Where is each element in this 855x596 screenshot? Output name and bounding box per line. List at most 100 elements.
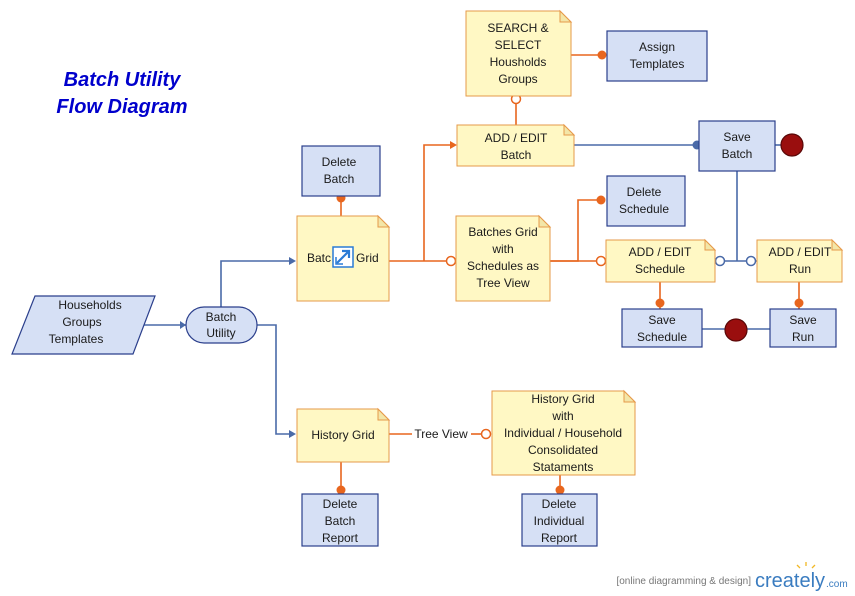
- assign-templates-shape: [606, 30, 708, 82]
- node-assign-templates[interactable]: Assign Templates: [606, 30, 708, 82]
- delete-batch-shape: [301, 145, 381, 197]
- edge-label-tree-view: Tree View: [414, 427, 468, 441]
- connector-dot-save-run: [794, 298, 804, 308]
- search-select-label-4: Groups: [498, 72, 537, 86]
- history-grid-detail-fold: [623, 389, 637, 403]
- node-delete-schedule[interactable]: Delete Schedule: [606, 175, 686, 227]
- delete-individual-report-label-3: Report: [541, 531, 578, 545]
- node-delete-batch[interactable]: Delete Batch: [301, 145, 381, 197]
- add-edit-batch-shape: [456, 124, 575, 167]
- delete-batch-report-label-1: Delete: [323, 497, 358, 511]
- edges: [143, 50, 804, 495]
- node-history-grid[interactable]: History Grid: [296, 407, 391, 463]
- footer-brand-name: creately: [755, 570, 825, 592]
- save-batch-label-2: Batch: [722, 147, 753, 161]
- edge-batch-utility-to-batch-grid: [220, 260, 291, 307]
- batch-utility-shape: [185, 306, 258, 344]
- history-grid-detail-label-4: Consolidated: [528, 443, 598, 457]
- edge-batch-grid-to-add-edit-batch: [423, 144, 452, 261]
- connector-ring-batches-grid: [445, 255, 457, 267]
- batches-grid-shape: [455, 215, 551, 302]
- connector-ring-history-detail: [480, 428, 492, 440]
- delete-individual-report-shape: [521, 493, 598, 547]
- node-add-edit-schedule[interactable]: ADD / EDIT Schedule: [605, 238, 717, 283]
- node-batches-grid[interactable]: Batches Grid with Schedules as Tree View: [455, 214, 552, 302]
- add-edit-batch-label-2: Batch: [501, 148, 532, 162]
- delete-schedule-label-2: Schedule: [619, 202, 669, 216]
- node-search-select[interactable]: SEARCH & SELECT Housholds Groups: [465, 9, 573, 97]
- history-grid-detail-label-3: Individual / Household: [504, 426, 622, 440]
- delete-batch-label-1: Delete: [322, 155, 357, 169]
- delete-individual-report-label-1: Delete: [542, 497, 577, 511]
- connector-ring-schedule-out: [714, 255, 726, 267]
- save-batch-shape: [698, 120, 776, 172]
- node-households-groups-templates[interactable]: Households Groups Templates: [11, 295, 156, 355]
- edge-batch-utility-to-history-grid: [256, 324, 291, 435]
- batch-utility-label-1: Batch: [206, 310, 237, 324]
- batches-grid-label-3: Schedules as: [467, 259, 539, 273]
- node-save-run[interactable]: Save Run: [769, 308, 837, 348]
- save-schedule-shape: [621, 308, 703, 348]
- households-shape: [11, 295, 156, 355]
- assign-templates-label-2: Templates: [630, 57, 685, 71]
- node-save-schedule[interactable]: Save Schedule: [621, 308, 703, 348]
- connector-dot-assign-templates: [597, 50, 607, 60]
- node-delete-individual-report[interactable]: Delete Individual Report: [521, 493, 598, 547]
- node-add-edit-batch[interactable]: ADD / EDIT Batch: [456, 123, 576, 167]
- delete-individual-report-label-2: Individual: [534, 514, 585, 528]
- history-grid-detail-label-5: Stataments: [533, 460, 594, 474]
- batches-grid-label-2: with: [491, 242, 513, 256]
- arrowhead-history-grid: [289, 430, 296, 438]
- arrowhead-add-edit-batch: [450, 141, 457, 149]
- edge-batches-grid-to-delete-schedule: [550, 199, 601, 262]
- node-add-edit-run[interactable]: ADD / EDIT Run: [756, 238, 844, 283]
- add-edit-batch-fold: [563, 123, 576, 136]
- history-grid-detail-shape: [491, 390, 636, 476]
- batch-utility-label-2: Utility: [206, 326, 235, 340]
- link-icon: [332, 246, 354, 268]
- node-delete-batch-report[interactable]: Delete Batch Report: [301, 493, 379, 547]
- add-edit-run-label-2: Run: [789, 262, 811, 276]
- node-history-grid-detail[interactable]: History Grid with Individual / Household…: [491, 389, 637, 476]
- save-run-label-1: Save: [789, 313, 817, 327]
- connector-ring-add-edit-schedule: [595, 255, 607, 267]
- add-edit-run-fold: [831, 238, 844, 251]
- delete-schedule-shape: [606, 175, 686, 227]
- connector-dot-delete-batch-report: [336, 485, 346, 495]
- node-batch-grid[interactable]: Batc Grid: [296, 214, 391, 302]
- node-save-batch[interactable]: Save Batch: [698, 120, 776, 172]
- diagram-title-line1: Batch Utility: [64, 69, 182, 91]
- batch-grid-label-left: Batc: [307, 251, 331, 265]
- save-run-shape: [769, 308, 837, 348]
- search-select-label-1: SEARCH &: [487, 21, 548, 35]
- search-select-shape: [465, 10, 572, 97]
- add-edit-schedule-fold: [704, 238, 717, 251]
- batches-grid-label-1: Batches Grid: [468, 225, 537, 239]
- save-schedule-label-1: Save: [648, 313, 676, 327]
- end-marker-schedule-run: [724, 318, 748, 342]
- footer-brand: [online diagramming & design] creately .…: [616, 562, 848, 592]
- search-select-fold: [559, 9, 573, 23]
- history-grid-detail-label-1: History Grid: [531, 392, 594, 406]
- batches-grid-label-4: Tree View: [476, 276, 530, 290]
- connector-dot-delete-schedule: [596, 195, 606, 205]
- batch-grid-label-right: Grid: [356, 251, 379, 265]
- arrowhead-batch-utility: [180, 321, 186, 329]
- add-edit-schedule-label-2: Schedule: [635, 262, 685, 276]
- node-batch-utility[interactable]: Batch Utility: [185, 306, 258, 344]
- households-label-2: Groups: [62, 315, 101, 329]
- search-select-label-2: SELECT: [495, 38, 542, 52]
- add-edit-schedule-shape: [605, 239, 716, 283]
- connector-dot-save-schedule: [655, 298, 665, 308]
- diagram-title-line2: Flow Diagram: [56, 96, 187, 118]
- add-edit-run-shape: [756, 239, 843, 283]
- batch-grid-fold: [377, 214, 391, 228]
- search-select-label-3: Housholds: [490, 55, 547, 69]
- connector-dot-delete-individual-report: [555, 485, 565, 495]
- households-label-1: Households: [58, 298, 121, 312]
- households-label-3: Templates: [49, 332, 104, 346]
- history-grid-label: History Grid: [311, 428, 374, 442]
- connector-ring-run-in: [745, 255, 757, 267]
- add-edit-schedule-label-1: ADD / EDIT: [629, 245, 692, 259]
